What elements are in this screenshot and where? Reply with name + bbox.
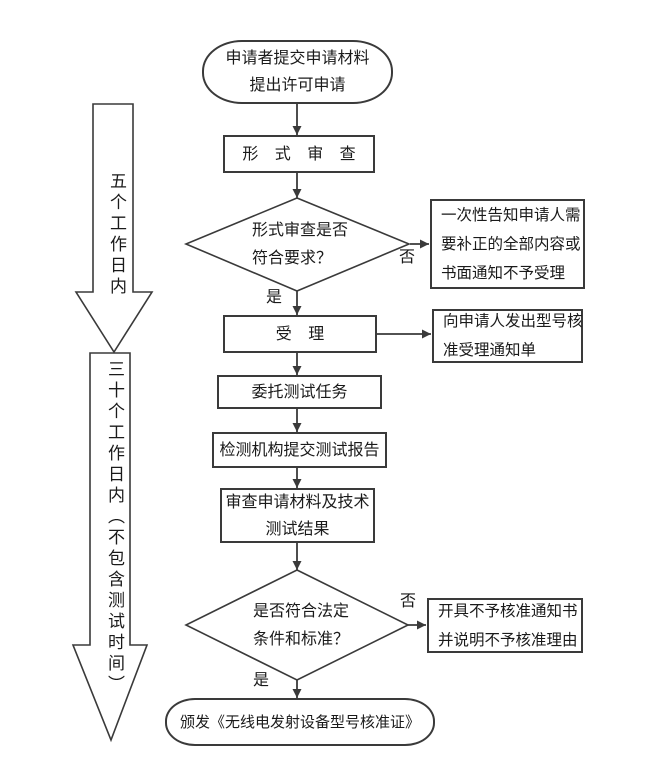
edge-label-formal-yes: 是 (266, 289, 283, 306)
thirty-day-arrow-shape (71, 352, 149, 743)
node-entrust-test: 委托测试任务 (217, 375, 382, 409)
node-decision-formal-label: 形式审查是否 符合要求？ (252, 222, 349, 267)
node-decision-legal-label: 是否符合法定 条件和标准？ (253, 603, 350, 648)
edge-label-legal-yes: 是 (253, 672, 270, 689)
thirty-day-arrow-label: 三十个工作日内（不包含测试时间） (105, 360, 124, 696)
five-day-arrow-shape (74, 103, 154, 354)
edge-label-formal-no: 否 (399, 249, 416, 266)
five-day-arrow-label: 五个工作日内 (107, 172, 126, 298)
node-accept: 受 理 (223, 315, 377, 353)
edge-label-legal-no: 否 (400, 593, 417, 610)
node-review-materials: 审查申请材料及技术 测试结果 (220, 488, 375, 543)
node-notice-supplement: 一次性告知申请人需 要补正的全部内容或 书面通知不予受理 (430, 199, 585, 289)
node-test-report: 检测机构提交测试报告 (212, 432, 387, 468)
node-formal-review: 形 式 审 查 (223, 135, 375, 173)
node-end: 颁发《无线电发射设备型号核准证》 (165, 698, 435, 746)
node-notice-reject: 开具不予核准通知书 并说明不予核准理由 (427, 598, 583, 653)
node-notice-accept: 向申请人发出型号核 准受理通知单 (432, 309, 583, 363)
node-start: 申请者提交申请材料 提出许可申请 (202, 40, 393, 104)
